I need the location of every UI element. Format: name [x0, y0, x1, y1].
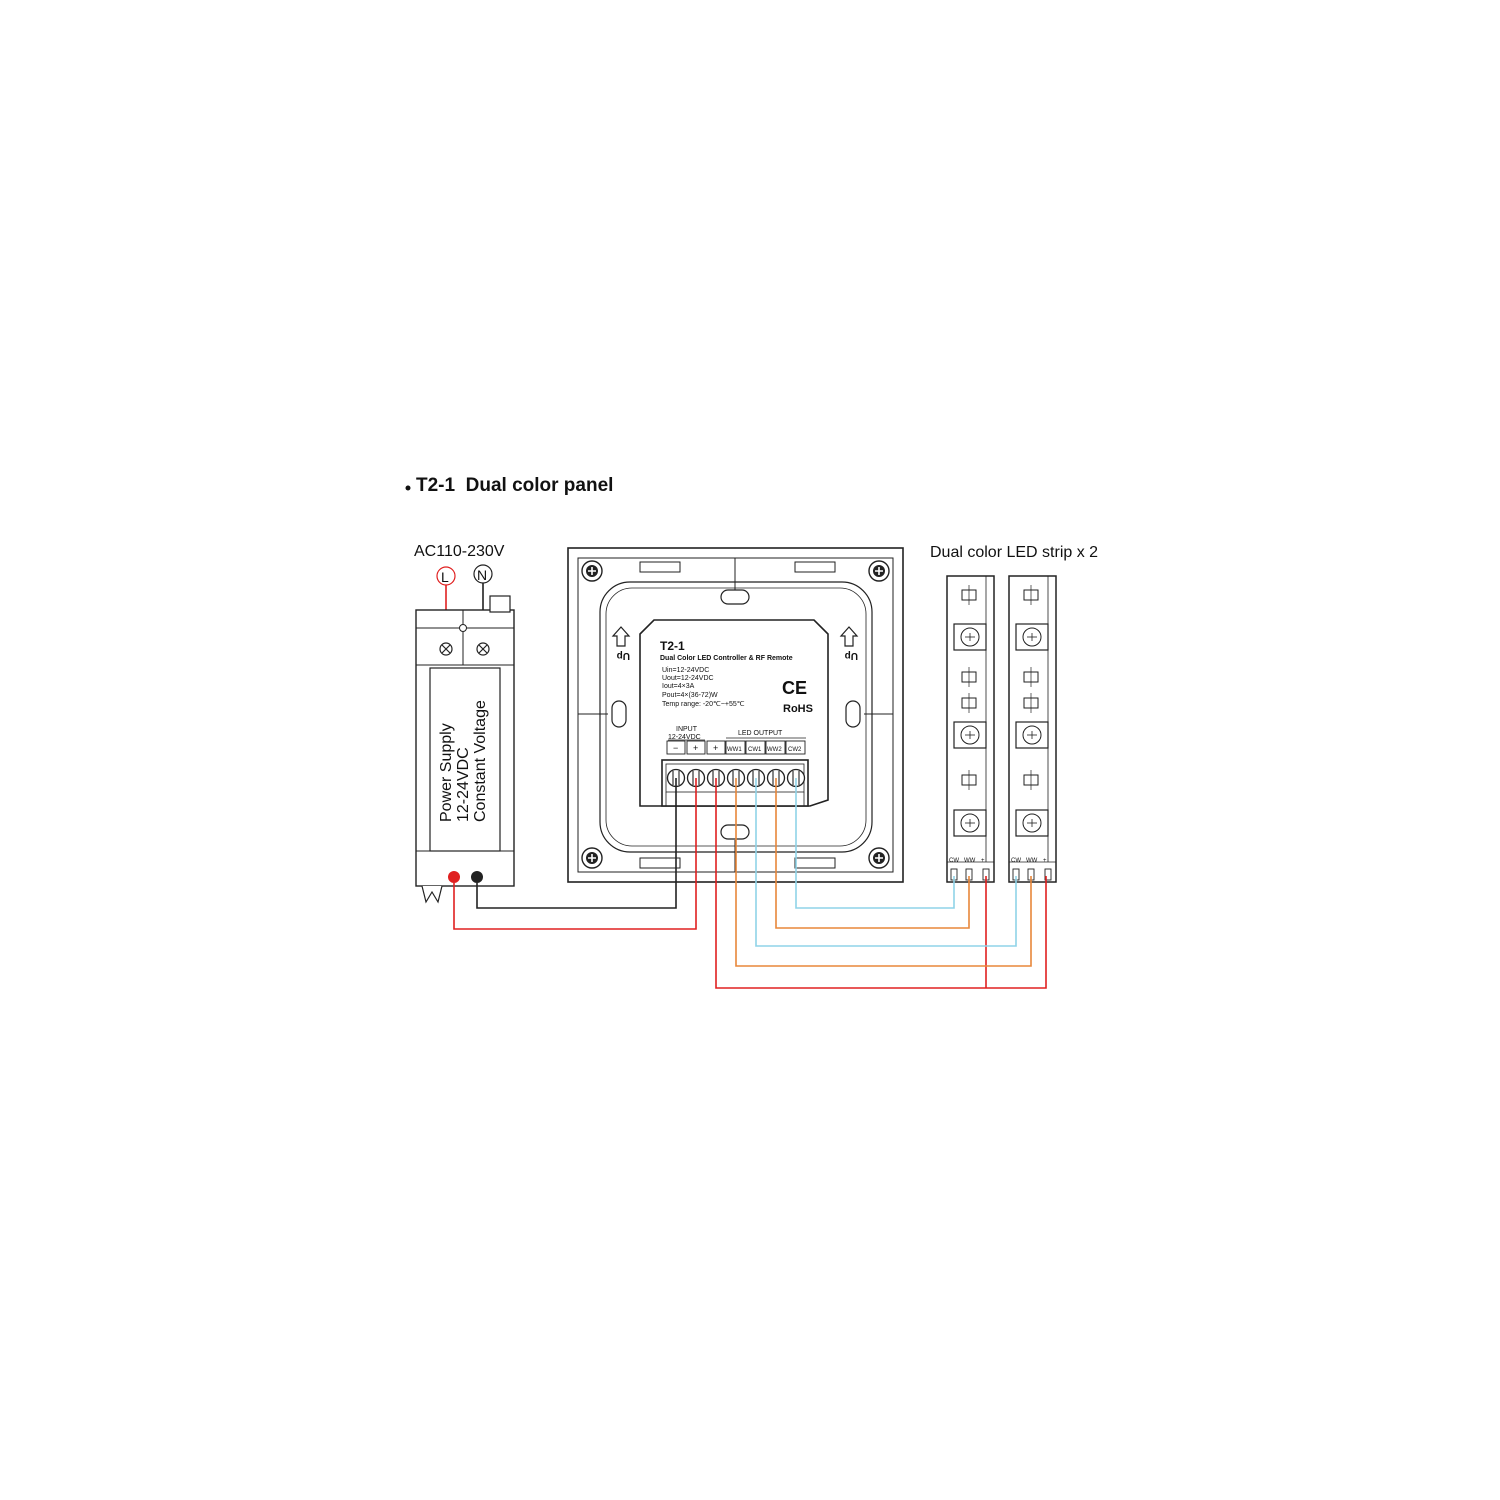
led-chip-icon: [953, 623, 987, 651]
resistor-icon: [961, 667, 977, 687]
terminal-label-ww2: WW2: [767, 747, 782, 753]
strip-pin-label: +: [981, 858, 985, 864]
wire-plus-out: [715, 778, 1047, 989]
psu-label-line1: Power Supply: [438, 723, 455, 822]
controller-subtitle: Dual Color LED Controller & RF Remote: [660, 655, 793, 662]
ac-live-terminal: L: [436, 566, 456, 586]
led-output-label: LED OUTPUT: [738, 730, 783, 737]
svg-text:Up: Up: [617, 650, 630, 661]
psu-negative-output: [471, 871, 483, 883]
led-chip-icon: [1015, 809, 1049, 837]
resistor-icon: [961, 770, 977, 790]
spec-pout: Pout=4×(36-72)W: [662, 692, 718, 699]
resistor-icon: [961, 693, 977, 713]
led-strip-label: Dual color LED strip x 2: [930, 544, 1098, 561]
ac-input-label: AC110-230V: [414, 543, 505, 560]
input-label: INPUT: [676, 726, 698, 733]
led-chip-icon: [1015, 623, 1049, 651]
psu-positive-output: [448, 871, 460, 883]
resistor-icon: [1023, 693, 1039, 713]
rohs-mark: RoHS: [783, 703, 813, 715]
spec-iout: Iout=4×3A: [662, 683, 695, 690]
resistor-icon: [1023, 667, 1039, 687]
psu-label-line2: 12-24VDC: [455, 747, 472, 822]
led-strip: CW WW +: [946, 575, 995, 883]
terminal-label-pos-out: +: [713, 743, 718, 753]
strip-pin-label: CW: [949, 858, 959, 864]
strip-pin-label: +: [1043, 858, 1047, 864]
terminal-label-ww1: WW1: [727, 747, 742, 753]
ce-mark: CE: [782, 678, 807, 698]
input-voltage-label: 12-24VDC: [668, 734, 701, 741]
psu-screw-icon: [439, 642, 490, 656]
spec-temp: Temp range: -20℃~+55℃: [662, 701, 745, 708]
led-chip-icon: [953, 809, 987, 837]
controller-model: T2-1: [660, 639, 685, 653]
led-chip-icon: [1015, 721, 1049, 749]
svg-text:L: L: [441, 569, 449, 585]
terminal-labels: − + + WW1 CW1 WW2 CW2: [666, 740, 806, 755]
strip-pad: [1044, 868, 1052, 881]
svg-text:N: N: [477, 567, 487, 583]
wire-cw1: [755, 778, 1017, 947]
led-strip: CW WW +: [1008, 575, 1057, 883]
mounting-screw-icon: [581, 560, 890, 869]
wire-ww2: [775, 778, 970, 929]
spec-uout: Uout=12-24VDC: [662, 675, 714, 682]
terminal-label-cw1: CW1: [748, 747, 762, 753]
diagram-title: T2-1 Dual color panel: [416, 475, 613, 496]
terminal-label-pos-in: +: [693, 743, 698, 753]
resistor-icon: [1023, 770, 1039, 790]
strip-pin-label: CW: [1011, 858, 1021, 864]
strip-pin-label: WW: [964, 858, 976, 864]
wire-ww1: [735, 778, 1032, 967]
terminal-label-cw2: CW2: [788, 747, 802, 753]
title-bullet: [405, 485, 411, 491]
spec-uin: Uin=12-24VDC: [662, 667, 709, 674]
svg-text:Up: Up: [845, 650, 858, 661]
wiring: [453, 778, 1047, 989]
resistor-icon: [961, 585, 977, 605]
wire-cw2: [795, 778, 955, 909]
psu-label-line3: Constant Voltage: [472, 700, 489, 822]
power-supply: Power Supply 12-24VDC Constant Voltage: [415, 595, 515, 904]
up-arrow-icon: Up Up: [611, 626, 859, 661]
resistor-icon: [1023, 585, 1039, 605]
led-chip-icon: [953, 721, 987, 749]
wire-psu-red: [453, 778, 697, 930]
strip-pin-label: WW: [1026, 858, 1038, 864]
terminal-label-neg: −: [673, 743, 678, 753]
ac-neutral-terminal: N: [473, 564, 493, 584]
wire-psu-black: [476, 778, 677, 909]
